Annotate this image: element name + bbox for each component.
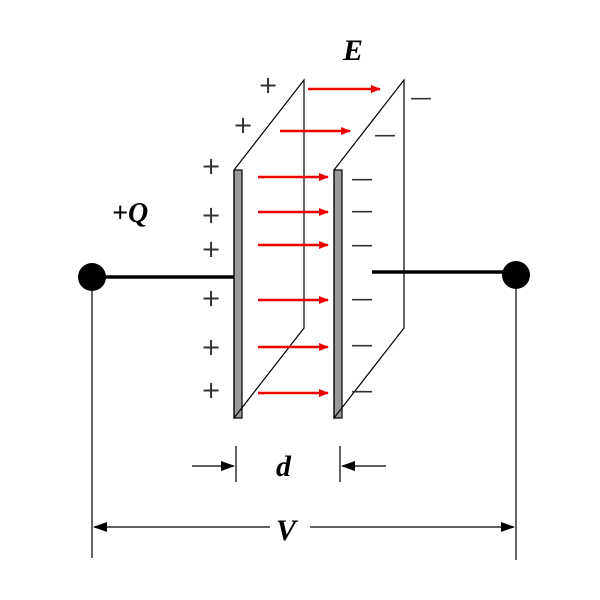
- minus-sign: —: [351, 287, 373, 312]
- plus-sign: +: [201, 201, 221, 229]
- plus-sign: +: [233, 111, 253, 139]
- negative-plate-face: [333, 78, 405, 420]
- plus-sign: +: [201, 376, 221, 404]
- plus-signs: + + + + + + + +: [201, 71, 278, 404]
- plus-sign: +: [201, 333, 221, 361]
- negative-plate-edge: [333, 169, 343, 419]
- negative-plate: [333, 78, 405, 420]
- field-label: E: [342, 34, 363, 67]
- positive-plate-face: [233, 78, 305, 420]
- plus-sign: +: [258, 71, 278, 99]
- minus-sign: —: [410, 86, 432, 111]
- positive-plate-edge: [233, 169, 243, 419]
- right-terminal: [502, 261, 530, 289]
- minus-sign: —: [351, 199, 373, 224]
- voltage-label: V: [276, 514, 299, 547]
- charge-label: +Q: [112, 198, 148, 229]
- plus-sign: +: [201, 152, 221, 180]
- positive-plate: [233, 78, 305, 420]
- separation-label: d: [276, 450, 292, 483]
- field-arrows: [258, 85, 381, 397]
- minus-sign: —: [374, 123, 396, 148]
- minus-sign: —: [351, 233, 373, 258]
- minus-sign: —: [351, 333, 373, 358]
- plus-sign: +: [201, 284, 221, 312]
- minus-sign: —: [351, 379, 373, 404]
- minus-sign: —: [351, 167, 373, 192]
- minus-signs: — — — — — — — —: [351, 86, 432, 404]
- plus-sign: +: [201, 235, 221, 263]
- left-terminal: [78, 263, 106, 291]
